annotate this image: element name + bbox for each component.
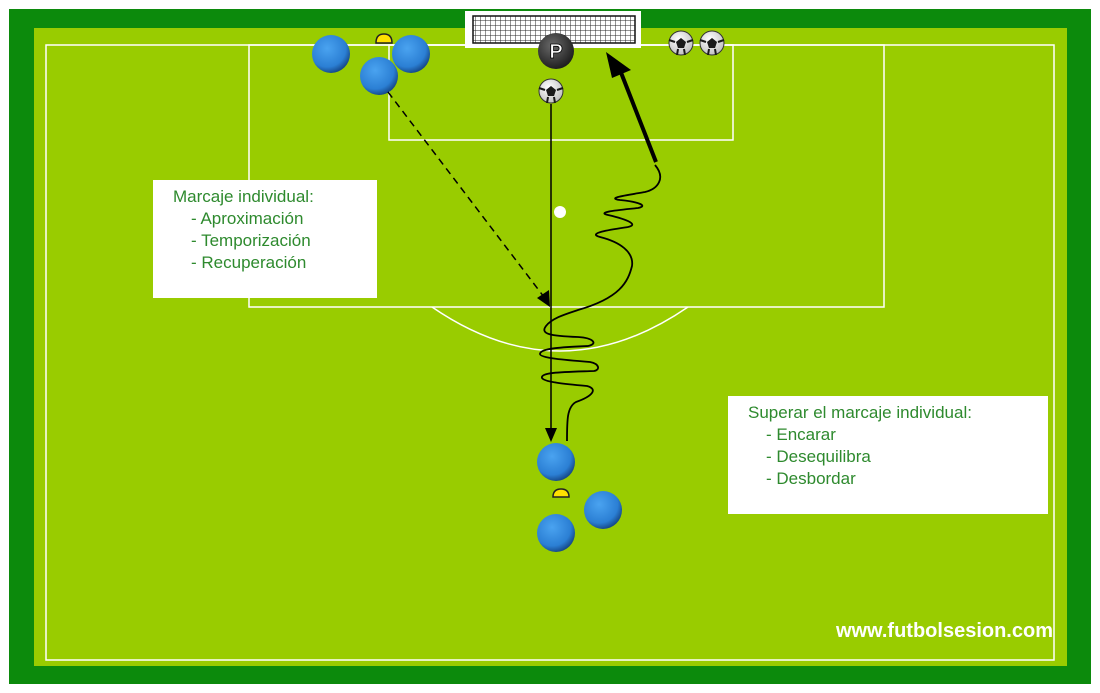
- penalty-spot: [554, 206, 566, 218]
- website-watermark: www.futbolsesion.com: [835, 620, 1053, 642]
- soccer-ball-icon: [668, 30, 694, 56]
- penalty-arc: [431, 306, 689, 352]
- pass-arrow-head: [545, 428, 557, 442]
- shot-arrow: [618, 69, 658, 163]
- defender-run-arrow-head: [537, 290, 550, 307]
- cone-icon: [375, 33, 393, 44]
- player-icon: [360, 57, 398, 95]
- note-right-item: - Desequilibra: [766, 447, 871, 466]
- soccer-ball-icon: [538, 78, 564, 104]
- player-icon: [537, 514, 575, 552]
- note-individual-marking: Marcaje individual: - Aproximación - Tem…: [153, 180, 377, 298]
- soccer-ball-icon: [699, 30, 725, 56]
- note-left-item: - Temporización: [191, 231, 311, 250]
- coach-label: P: [549, 41, 562, 63]
- note-right-item: - Desbordar: [766, 469, 856, 488]
- coach-icon: P: [538, 33, 574, 69]
- player-icon: [312, 35, 350, 73]
- note-right-title: Superar el marcaje individual:: [748, 403, 972, 422]
- note-left-title: Marcaje individual:: [173, 187, 314, 206]
- player-icon: [584, 491, 622, 529]
- note-left-item: - Aproximación: [191, 209, 304, 228]
- defender-run-arrow: [387, 91, 545, 298]
- dribble-path: [539, 164, 661, 442]
- shot-arrow-head: [606, 52, 631, 78]
- note-beat-marking: Superar el marcaje individual: - Encarar…: [728, 396, 1048, 514]
- player-icon: [392, 35, 430, 73]
- note-right-item: - Encarar: [766, 425, 836, 444]
- player-icon: [537, 443, 575, 481]
- cone-icon: [552, 488, 570, 498]
- note-left-item: - Recuperación: [191, 253, 307, 272]
